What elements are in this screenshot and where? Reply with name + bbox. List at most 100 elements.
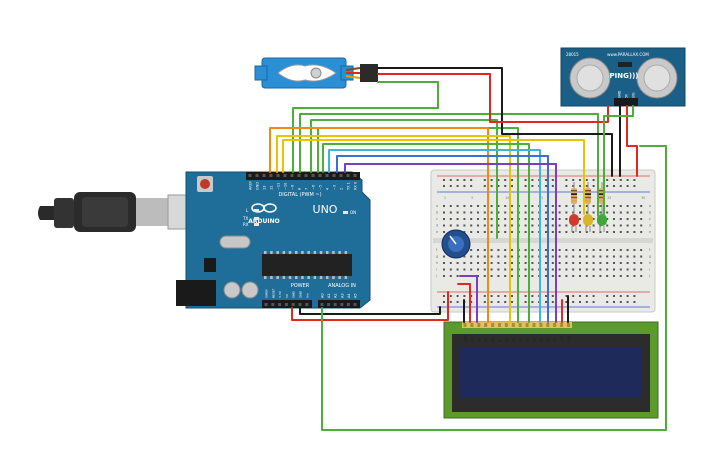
wire-purple-lcd [459, 275, 478, 323]
wire-yellow-1 [276, 135, 511, 323]
lcd-pin-label: D3 [526, 338, 530, 342]
lcd-pin-label: RS [484, 338, 488, 342]
led-label-rx: RX [243, 222, 249, 227]
arduino-model: UNO [313, 203, 338, 216]
header-pin[interactable] [264, 303, 268, 306]
header-pin[interactable] [269, 174, 273, 177]
header-pin[interactable] [284, 303, 288, 306]
crystal [219, 235, 251, 249]
resistor [585, 188, 591, 204]
led-red [569, 214, 579, 226]
digital-pin-label: AREF [249, 181, 253, 190]
lcd-pin[interactable] [525, 323, 529, 327]
header-pin[interactable] [255, 174, 259, 177]
leds [569, 214, 607, 232]
servo-motor[interactable] [254, 57, 378, 89]
lcd-pin[interactable] [567, 323, 570, 327]
lcd-pin[interactable] [539, 323, 543, 327]
sensor-pin-label: GND [618, 90, 622, 98]
lcd-pin[interactable] [532, 323, 536, 327]
power-pin-label: GND [292, 290, 296, 298]
header-pin[interactable] [325, 174, 329, 177]
wire-red-5v [291, 291, 449, 321]
digital-pin-label: ~11 [277, 183, 281, 190]
header-pin[interactable] [271, 303, 275, 306]
wire-red-sensor-5v [626, 105, 638, 177]
wire-green-loop [321, 145, 667, 431]
lcd-pin[interactable] [470, 323, 474, 327]
digital-pin-label: ~10 [284, 183, 288, 190]
digital-pin-label: 12 [270, 186, 274, 190]
header-pin[interactable] [290, 174, 294, 177]
header-pin[interactable] [278, 303, 282, 306]
digital-pin-label: RX 0 [354, 182, 358, 190]
lcd-pin-label: D0 [505, 338, 509, 342]
atmega-chip [262, 254, 352, 276]
lcd-pin[interactable] [553, 323, 557, 327]
header-pin[interactable] [298, 303, 302, 306]
lcd-pin[interactable] [511, 323, 515, 327]
header-pin[interactable] [311, 174, 315, 177]
header-pin[interactable] [305, 303, 309, 306]
header-pin[interactable] [332, 174, 336, 177]
header-pin[interactable] [276, 174, 280, 177]
header-pin[interactable] [346, 303, 350, 306]
lcd-pin[interactable] [546, 323, 550, 327]
header-pin[interactable] [353, 303, 357, 306]
row-label: g [436, 255, 438, 259]
led-label-l: L [246, 208, 249, 213]
header-pin[interactable] [339, 174, 343, 177]
status-leds: L TX RX ON [242, 208, 356, 227]
digital-pin-label: ~3 [333, 185, 337, 190]
capacitor-2 [241, 281, 259, 299]
header-pin[interactable] [333, 303, 337, 306]
header-pin[interactable] [262, 174, 266, 177]
header-pin[interactable] [291, 303, 295, 306]
lcd-pin[interactable] [477, 323, 481, 327]
lcd-pin-label: RW [491, 336, 495, 342]
servo-connector [360, 64, 378, 82]
header-pin[interactable] [304, 174, 308, 177]
header-pin[interactable] [346, 174, 350, 177]
lcd-pin[interactable] [518, 323, 522, 327]
header-pin[interactable] [327, 303, 331, 306]
digital-pin-label: 2 [340, 188, 344, 190]
wires [269, 67, 667, 431]
on-label: ON [350, 210, 356, 215]
header-pin[interactable] [320, 303, 324, 306]
column-label: 15 [539, 196, 543, 200]
lcd-pin[interactable] [484, 323, 488, 327]
header-pin[interactable] [297, 174, 301, 177]
row-label: j [435, 274, 437, 278]
row-label: j [648, 274, 650, 278]
row-label: f [649, 248, 651, 252]
header-pin[interactable] [353, 174, 357, 177]
header-pin[interactable] [318, 174, 322, 177]
sensor-pin-label: SIG [632, 92, 636, 98]
lcd-pin[interactable] [463, 323, 467, 327]
row-label: f [436, 248, 438, 252]
lcd-pin[interactable] [560, 323, 564, 327]
chip-pins [264, 251, 348, 279]
header-pin[interactable] [340, 303, 344, 306]
wire-green-4 [322, 143, 530, 323]
row-label: d [649, 224, 651, 228]
analog-pin-label: A5 [354, 293, 358, 298]
row-label: d [436, 224, 438, 228]
power-pin-label: RESET [271, 288, 275, 298]
digital-pin-label: 13 [263, 186, 267, 190]
header-pin[interactable] [283, 174, 287, 177]
lcd-pin-label: D6 [546, 338, 550, 342]
arduino-brand: ARDUINO [248, 218, 279, 225]
lcd-pin-label: LED [567, 335, 571, 342]
wire-blue-1 [336, 155, 549, 323]
row-label: a [436, 204, 438, 208]
lcd-pin[interactable] [491, 323, 495, 327]
header-pin[interactable] [248, 174, 252, 177]
power-label: POWER [291, 283, 310, 289]
potentiometer[interactable] [441, 229, 471, 259]
lcd-pin[interactable] [504, 323, 508, 327]
lcd-pin[interactable] [498, 323, 501, 327]
